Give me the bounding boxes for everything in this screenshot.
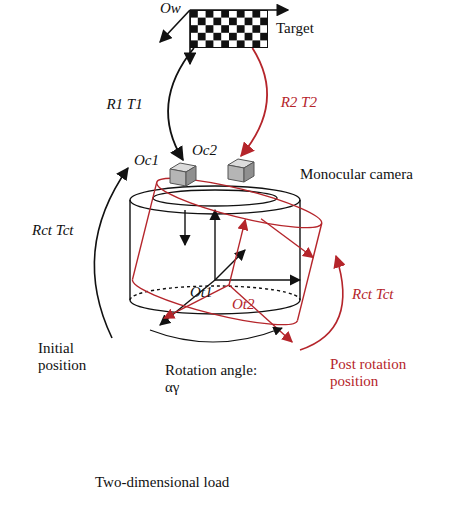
checkerboard <box>190 10 268 48</box>
node-label: Oc2 <box>192 142 217 159</box>
camera-cube <box>168 160 198 188</box>
edge-label: R1 T1 <box>106 96 142 113</box>
transform-arc <box>300 256 343 350</box>
node-label: Oc1 <box>134 152 159 169</box>
edge-label: R2 T2 <box>281 94 317 111</box>
node-box: Oc1 <box>168 160 198 188</box>
load-cylinder <box>130 186 300 325</box>
annotation-label: Rotation angle: αγ <box>165 362 275 397</box>
annotation-label: Monocular camera <box>300 166 420 183</box>
annotation-label: Initial position <box>38 340 113 375</box>
annotation-label: Post rotation position <box>330 356 440 391</box>
rotation-arc <box>150 328 282 342</box>
transform-arc <box>94 168 128 338</box>
node-label: Target <box>276 20 314 37</box>
annotation-label: Rct Tct <box>352 286 394 303</box>
camera-cube <box>226 156 256 184</box>
annotation-label: Ot1 <box>190 284 213 301</box>
connector-arrow <box>168 48 194 160</box>
annotation-label: Two-dimensional load <box>95 474 229 491</box>
world-axes <box>160 10 288 64</box>
node-box: Target <box>190 10 268 48</box>
rotated-cylinder <box>125 169 325 350</box>
connector-arrow <box>241 48 267 156</box>
node-box: Oc2 <box>226 156 256 184</box>
annotation-label: Ot2 <box>232 296 255 313</box>
annotation-label: Ow <box>160 0 181 17</box>
annotation-label: Rct Tct <box>32 222 74 239</box>
